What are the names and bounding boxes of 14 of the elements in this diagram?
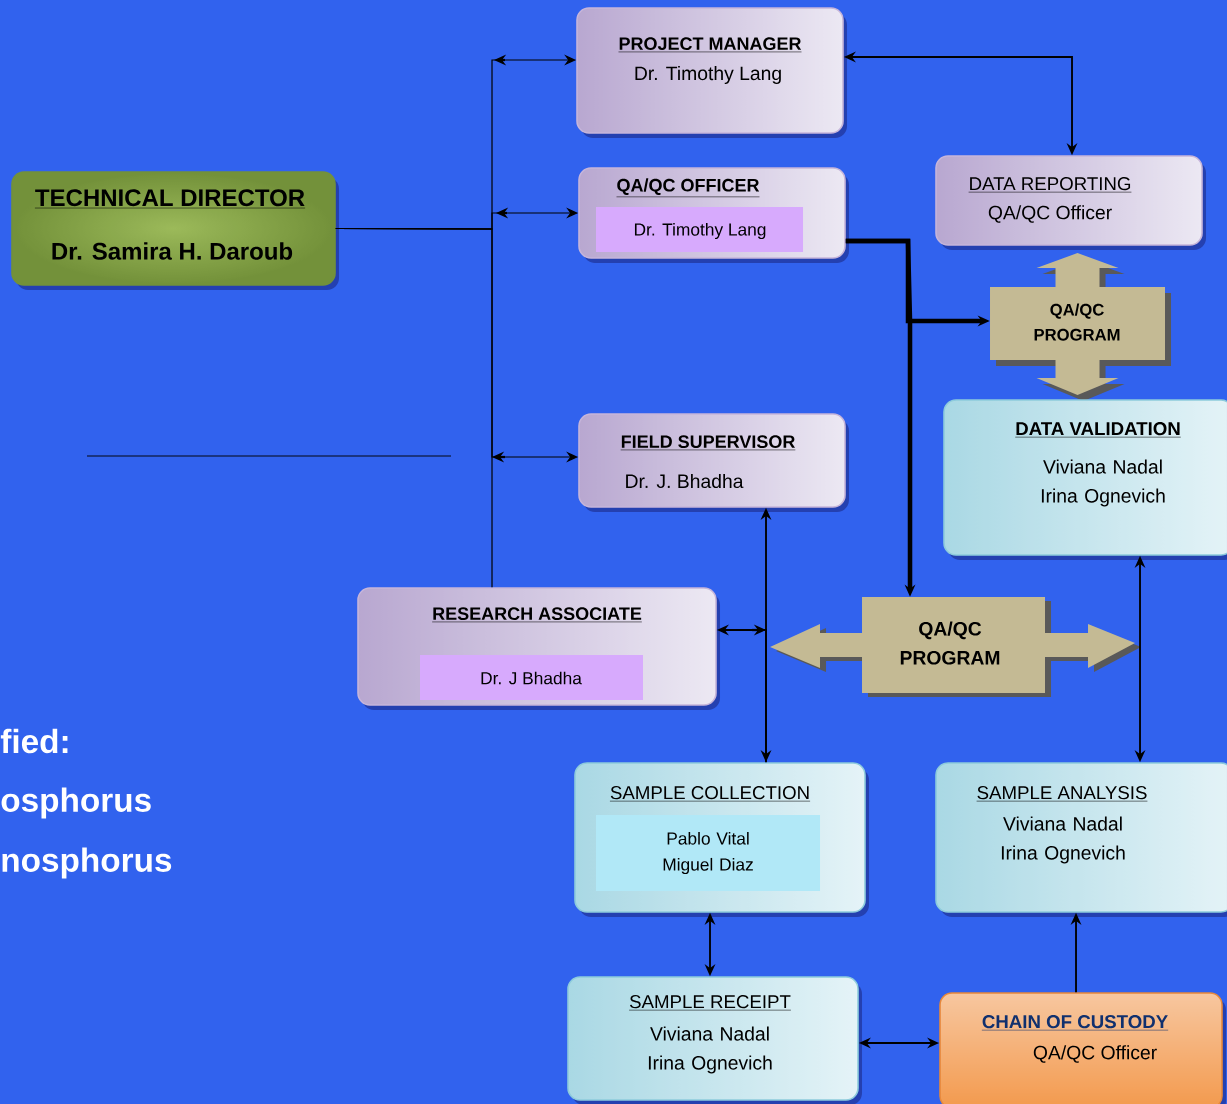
side-text: nosphorus bbox=[2, 847, 172, 879]
role-box: FIELD SUPERVISOR Dr. J. Bhadha bbox=[578, 413, 849, 512]
role-box: DATA REPORTING QA/QC Officer bbox=[935, 155, 1206, 250]
role-box: PROJECT MANAGER Dr. Timothy Lang bbox=[576, 7, 847, 138]
director-box: TECHNICAL DIRECTOR Dr. Samira H. Daroub bbox=[11, 171, 339, 290]
process-box: SAMPLE RECEIPT Viviana Nadal Irina Ognevich bbox=[567, 976, 862, 1104]
side-text: fied: bbox=[0, 728, 68, 754]
process-box: DATA VALIDATION Viviana Nadal Irina Ognevich bbox=[943, 399, 1227, 560]
process-box: SAMPLE ANALYSIS Viviana Nadal Irina Ognevich bbox=[935, 762, 1227, 917]
name-band: Dr. J Bhadha bbox=[420, 655, 643, 700]
name-band: Dr. Timothy Lang bbox=[596, 207, 803, 252]
name-band: Pablo Vital Miguel Diaz bbox=[596, 815, 820, 891]
side-text: osphorus bbox=[1, 787, 151, 819]
custody-box: CHAIN OF CUSTODY QA/QC Officer bbox=[939, 992, 1226, 1104]
